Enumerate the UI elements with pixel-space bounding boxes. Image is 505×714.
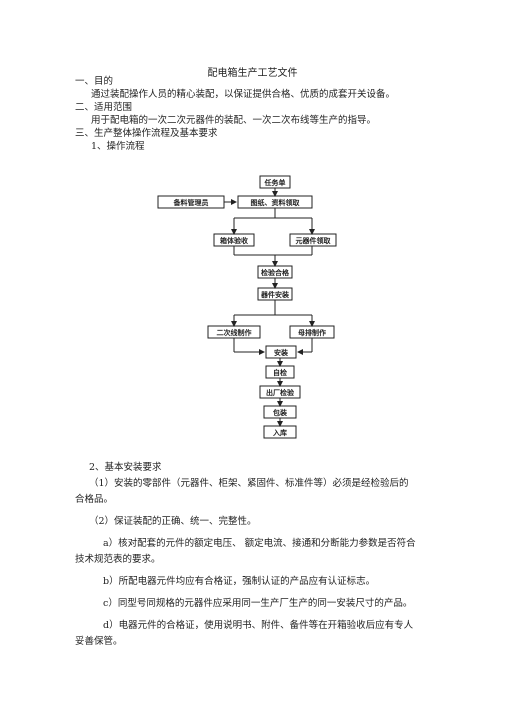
flow-parts-install: 器件安装 bbox=[260, 290, 289, 299]
flow-packing: 包装 bbox=[273, 408, 287, 417]
flow-task: 任务单 bbox=[264, 178, 286, 187]
item-b: b）所配电器元件均应有合格证，强制认证的产品应有认证标志。 bbox=[103, 576, 376, 587]
item-a-line-2: 技术规范表的要求。 bbox=[75, 554, 161, 565]
flow-warehouse: 入库 bbox=[272, 428, 287, 437]
subsection-2-heading: 2、基本安装要求 bbox=[89, 462, 162, 473]
document-title: 配电箱生产工艺文件 bbox=[207, 68, 298, 79]
flow-self-check: 自检 bbox=[273, 368, 287, 377]
section-1-heading: 一、目的 bbox=[75, 76, 114, 87]
process-flowchart: 任务单 图纸、资料领取 备料管理员 箱体验收 元器件领取 检验合格 器件安装 二… bbox=[156, 163, 346, 440]
subsection-1-heading: 1、操作流程 bbox=[91, 141, 145, 152]
section-1-text: 通过装配操作人员的精心装配，以保证提供合格、优质的成套开关设备。 bbox=[91, 89, 396, 100]
flow-component-pick: 元器件领取 bbox=[296, 236, 332, 245]
section-3-heading: 三、生产整体操作流程及基本要求 bbox=[75, 128, 218, 139]
section-2-heading: 二、适用范围 bbox=[75, 102, 133, 113]
paragraph-2: （2）保证装配的正确、统一、完整性。 bbox=[89, 516, 257, 527]
item-d-line-1: d）电器元件的合格证，使用说明书、附件、备件等在开箱验收后应有专人 bbox=[103, 620, 414, 631]
flow-secondary-wire: 二次线制作 bbox=[217, 328, 252, 337]
item-c: c）同型号同规格的元器件应采用同一生产厂生产的同一安装尺寸的产品。 bbox=[103, 598, 413, 609]
paragraph-1-line-2: 合格品。 bbox=[75, 494, 114, 505]
paragraph-1-line-1: （1）安装的零部件（元器件、柜架、紧固件、标准件等）必须是经检验后的 bbox=[89, 478, 409, 489]
flow-drawing: 图纸、资料领取 bbox=[251, 198, 301, 207]
item-a-line-1: a）核对配套的元件的额定电压、 额定电流、接通和分断能力参数是否符合 bbox=[103, 538, 416, 549]
flow-box-check: 箱体验收 bbox=[220, 236, 249, 245]
section-2-text: 用于配电箱的一次二次元器件的装配、一次二次布线等生产的指导。 bbox=[91, 115, 377, 126]
flow-material-mgmt: 备料管理员 bbox=[173, 198, 209, 207]
flow-inspection-ok: 检验合格 bbox=[261, 268, 290, 277]
flow-primary-wire: 母排制作 bbox=[298, 328, 326, 337]
item-d-line-2: 妥善保管。 bbox=[75, 636, 123, 647]
flow-factory-check: 出厂检验 bbox=[266, 388, 295, 397]
flow-install: 安装 bbox=[274, 348, 288, 357]
